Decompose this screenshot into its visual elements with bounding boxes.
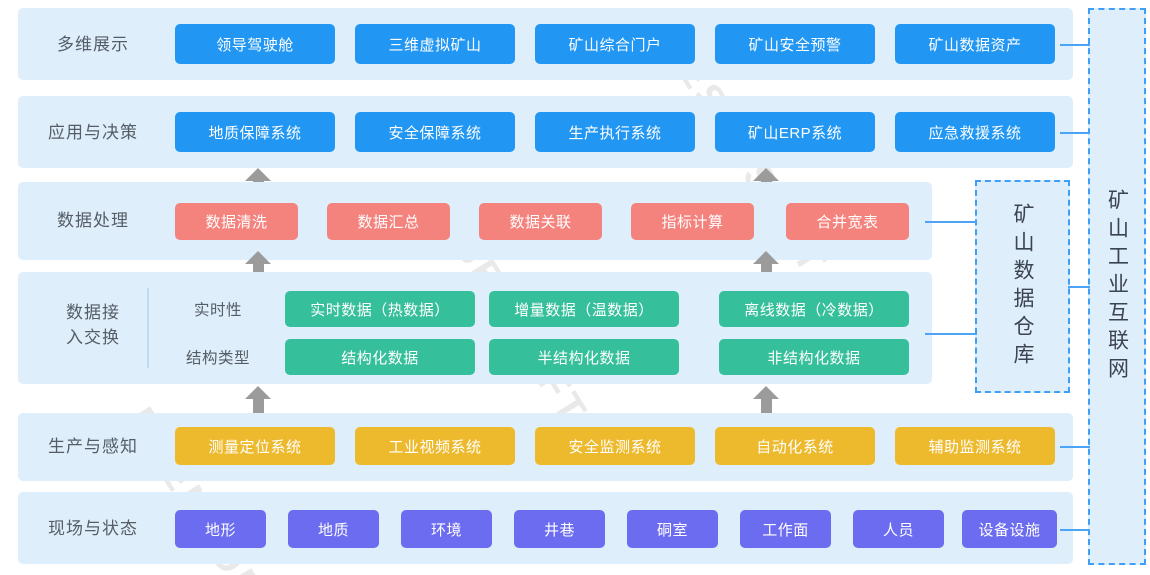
card-production-3[interactable]: 自动化系统 [715, 427, 875, 465]
card-access-structure-0[interactable]: 结构化数据 [285, 339, 475, 375]
layer-label-field: 现场与状态 [48, 519, 138, 538]
connector-warehouse-to-iiot [1068, 286, 1090, 288]
connector-display-to-iiot [1060, 44, 1090, 46]
layer-label-access: 数据接 入交换 [18, 300, 168, 350]
card-application-2[interactable]: 生产执行系统 [535, 112, 695, 152]
connector-field-to-iiot [1060, 529, 1090, 531]
card-field-5[interactable]: 工作面 [740, 510, 831, 548]
card-display-3[interactable]: 矿山安全预警 [715, 24, 875, 64]
card-access-structure-1[interactable]: 半结构化数据 [489, 339, 679, 375]
card-production-2[interactable]: 安全监测系统 [535, 427, 695, 465]
access-divider [147, 288, 149, 368]
connector-processing-to-warehouse [925, 221, 977, 223]
flow-arrow-production-to-access-left [245, 386, 271, 419]
card-display-1[interactable]: 三维虚拟矿山 [355, 24, 515, 64]
access-sublabel-realtime: 实时性 [193, 302, 242, 319]
card-access-structure-2[interactable]: 非结构化数据 [719, 339, 909, 375]
layer-label-access-line2: 入交换 [66, 328, 120, 347]
layer-label-access-line1: 数据接 [66, 303, 120, 322]
card-field-6[interactable]: 人员 [853, 510, 944, 548]
card-application-4[interactable]: 应急救援系统 [895, 112, 1055, 152]
connector-application-to-iiot [1060, 132, 1090, 134]
card-access-realtime-0[interactable]: 实时数据（热数据） [285, 291, 475, 327]
layer-label-display: 多维展示 [57, 35, 129, 54]
card-production-1[interactable]: 工业视频系统 [355, 427, 515, 465]
card-field-7[interactable]: 设备设施 [962, 510, 1057, 548]
card-processing-0[interactable]: 数据清洗 [175, 203, 298, 240]
card-access-realtime-1[interactable]: 增量数据（温数据） [489, 291, 679, 327]
card-field-2[interactable]: 环境 [401, 510, 492, 548]
card-processing-4[interactable]: 合并宽表 [786, 203, 909, 240]
flow-arrow-production-to-access-right [753, 386, 779, 419]
side-box-iiot-label: 矿山工业互联网 [1105, 188, 1129, 385]
connector-production-to-iiot [1060, 446, 1090, 448]
layer-label-processing: 数据处理 [57, 211, 129, 230]
card-display-0[interactable]: 领导驾驶舱 [175, 24, 335, 64]
side-box-warehouse-label: 矿山数据仓库 [1011, 202, 1034, 371]
card-display-2[interactable]: 矿山综合门户 [535, 24, 695, 64]
card-application-0[interactable]: 地质保障系统 [175, 112, 335, 152]
layer-label-application: 应用与决策 [48, 123, 138, 142]
card-production-0[interactable]: 测量定位系统 [175, 427, 335, 465]
card-field-1[interactable]: 地质 [288, 510, 379, 548]
layer-band-processing [18, 182, 932, 260]
card-application-3[interactable]: 矿山ERP系统 [715, 112, 875, 152]
side-box-iiot: 矿山工业互联网 [1088, 8, 1146, 565]
card-application-1[interactable]: 安全保障系统 [355, 112, 515, 152]
card-processing-3[interactable]: 指标计算 [631, 203, 754, 240]
card-field-0[interactable]: 地形 [175, 510, 266, 548]
card-field-3[interactable]: 井巷 [514, 510, 605, 548]
card-field-4[interactable]: 硐室 [627, 510, 718, 548]
card-access-realtime-2[interactable]: 离线数据（冷数据） [719, 291, 909, 327]
connector-access-to-warehouse [925, 333, 977, 335]
card-production-4[interactable]: 辅助监测系统 [895, 427, 1055, 465]
access-sublabel-structure: 结构类型 [185, 350, 250, 367]
layer-label-production: 生产与感知 [48, 437, 138, 456]
card-processing-2[interactable]: 数据关联 [479, 203, 602, 240]
card-processing-1[interactable]: 数据汇总 [327, 203, 450, 240]
side-box-warehouse: 矿山数据仓库 [975, 180, 1070, 393]
card-display-4[interactable]: 矿山数据资产 [895, 24, 1055, 64]
